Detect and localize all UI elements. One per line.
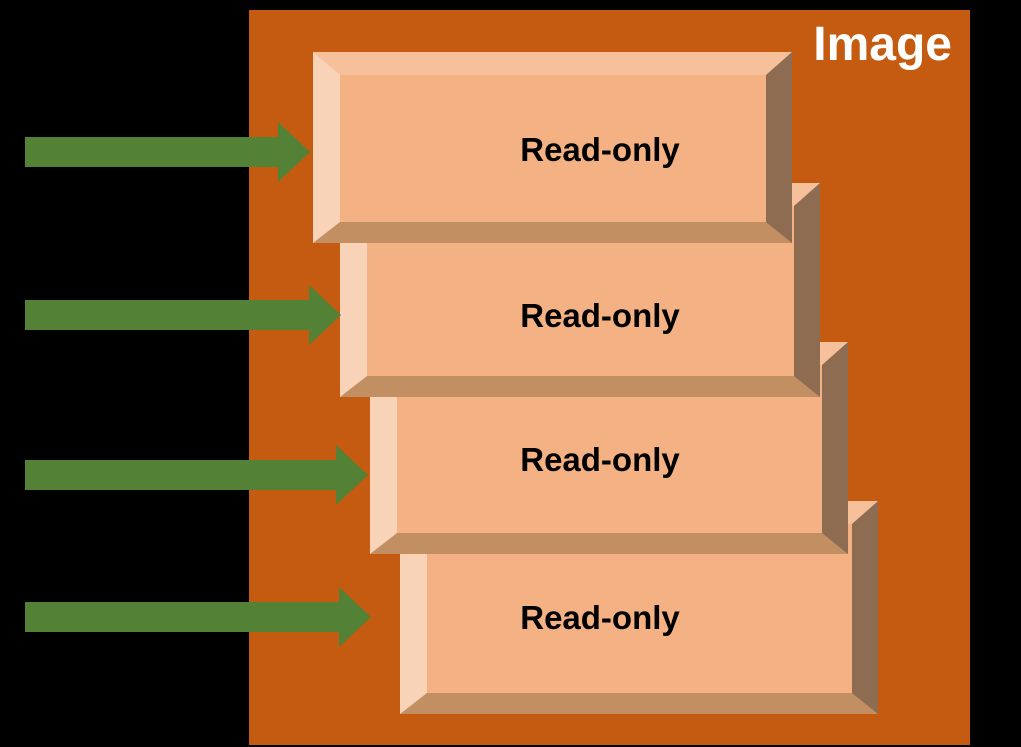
arrow-head xyxy=(309,285,341,345)
readonly-block-label-2: Read-only xyxy=(520,297,680,334)
readonly-block-label-1: Read-only xyxy=(520,131,680,168)
arrow-head xyxy=(278,122,310,182)
readonly-block-label-4: Read-only xyxy=(520,599,680,636)
arrow-head xyxy=(336,445,368,505)
readonly-block-label-3: Read-only xyxy=(520,441,680,478)
arrow-shaft xyxy=(25,300,309,330)
arrow-shaft xyxy=(25,137,278,167)
arrow-head xyxy=(339,587,371,647)
readonly-block-1 xyxy=(313,52,792,243)
panel-title: Image xyxy=(813,18,952,71)
arrow-shaft xyxy=(25,460,336,490)
arrow-shaft xyxy=(25,602,339,632)
